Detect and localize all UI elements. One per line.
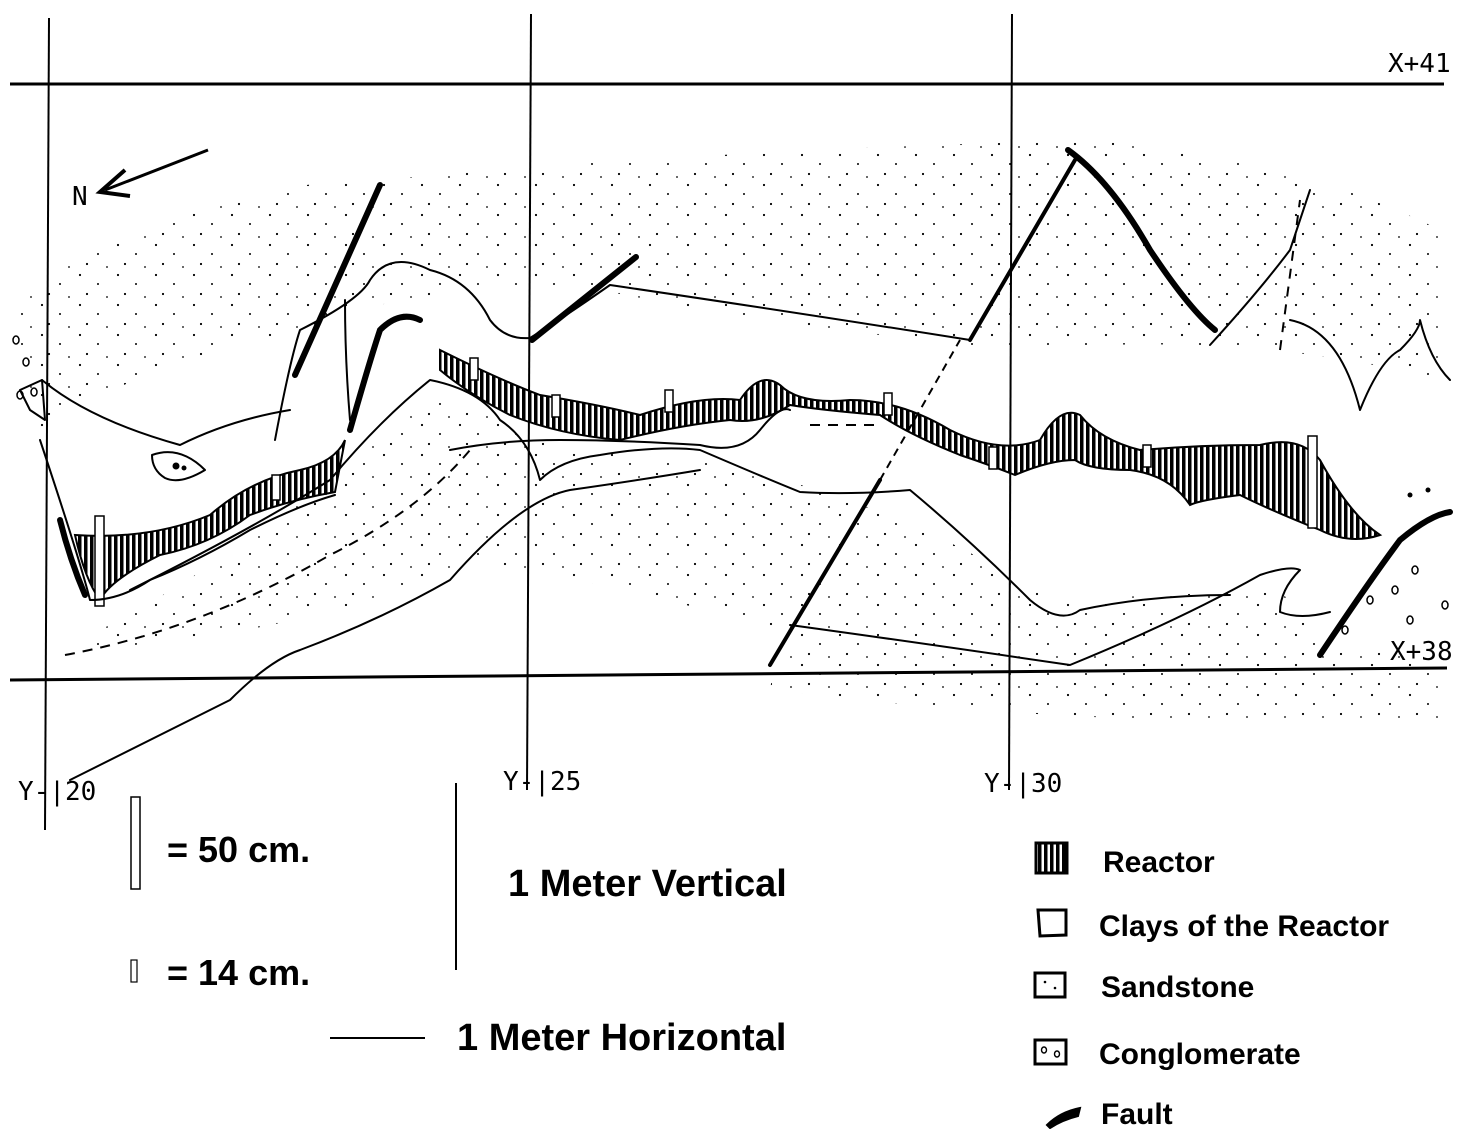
legend-item-conglomerate: Conglomerate [1033,1038,1301,1071]
conglomerate-pebbles [12,335,1449,635]
north-arrow-head [95,168,131,198]
north-arrow: N [72,148,209,212]
legend-item-clay: Clays of the Reactor [1036,908,1389,943]
scale-bar-marker [551,394,561,418]
scale-horizontal-label: 1 Meter Horizontal [457,1017,786,1059]
legend: Reactor Clays of the Reactor Sandstone C… [1033,841,1389,1129]
scale-bar-marker [883,392,893,416]
reactor-icon [1034,841,1069,875]
north-label: N [72,182,88,212]
scale-section: = 50 cm. = 14 cm. 1 Meter Vertical 1 Met… [130,783,787,1059]
fault-icon [1045,1106,1082,1129]
legend-item-fault: Fault [1045,1098,1173,1129]
grid-label-y25: Y-|25 [503,767,581,797]
grid-line-y30 [1008,13,1013,791]
north-arrow-shaft [104,148,209,192]
sandstone-lower-zone [60,390,1440,722]
contact-line [1209,189,1311,346]
fault-line [57,517,88,598]
fault-line [1065,147,1218,333]
grid-label-x41: X+41 [1388,49,1451,79]
contact-line [344,299,351,421]
scale-thick-label: = 50 cm. [167,829,310,870]
reactor-scale-bars [94,357,1318,607]
contact-line [19,379,46,421]
scale-bar-marker [1307,435,1318,529]
scale-bar-marker [988,446,998,470]
grid-label-y20: Y-|20 [18,777,96,807]
legend-label-clay: Clays of the Reactor [1099,910,1389,943]
sandstone-upper-zone [10,140,1440,430]
scale-vertical-label: 1 Meter Vertical [508,863,787,905]
fault-line [347,313,423,433]
fault-line [1317,509,1453,658]
scale-bar-marker [94,515,105,607]
clay-icon [1036,908,1068,938]
contact-line [449,408,791,451]
legend-label-sandstone: Sandstone [1101,971,1254,1004]
sandstone-icon [1033,971,1067,999]
grid-label-x38: X+38 [1390,637,1453,667]
legend-label-reactor: Reactor [1103,846,1215,879]
faults [57,147,1453,667]
fault-line [968,158,1077,342]
scale-bar-thin [130,959,138,983]
fault-line [292,182,383,378]
contact-line [41,379,291,446]
contact-line [129,379,1231,617]
scale-bar-marker [1142,444,1152,468]
clay-lens [151,451,206,482]
contact-line [1289,319,1451,411]
legend-item-reactor: Reactor [1034,841,1215,879]
legend-label-conglomerate: Conglomerate [1099,1038,1301,1071]
scale-bar-marker [271,474,281,501]
grid-line-y20 [44,17,50,831]
fault-line [768,478,882,667]
conglomerate-icon [1033,1038,1068,1066]
scale-bar-marker [664,389,674,413]
scale-bar-thick [130,796,141,890]
contact-line [274,261,971,441]
legend-item-sandstone: Sandstone [1033,971,1254,1004]
sandstone-zones [10,140,1440,722]
legend-label-fault: Fault [1101,1098,1173,1129]
grid-line-x38 [9,666,1448,682]
contact-lines [19,189,1451,781]
scale-bar-marker [469,357,479,381]
contact-line [69,469,701,781]
scale-thin-label: = 14 cm. [167,952,310,993]
grid-label-y30: Y-|30 [984,769,1062,799]
fault-line [529,254,639,343]
contact-line [1279,199,1301,351]
contact-line [64,449,471,656]
contact-line [789,567,1331,666]
